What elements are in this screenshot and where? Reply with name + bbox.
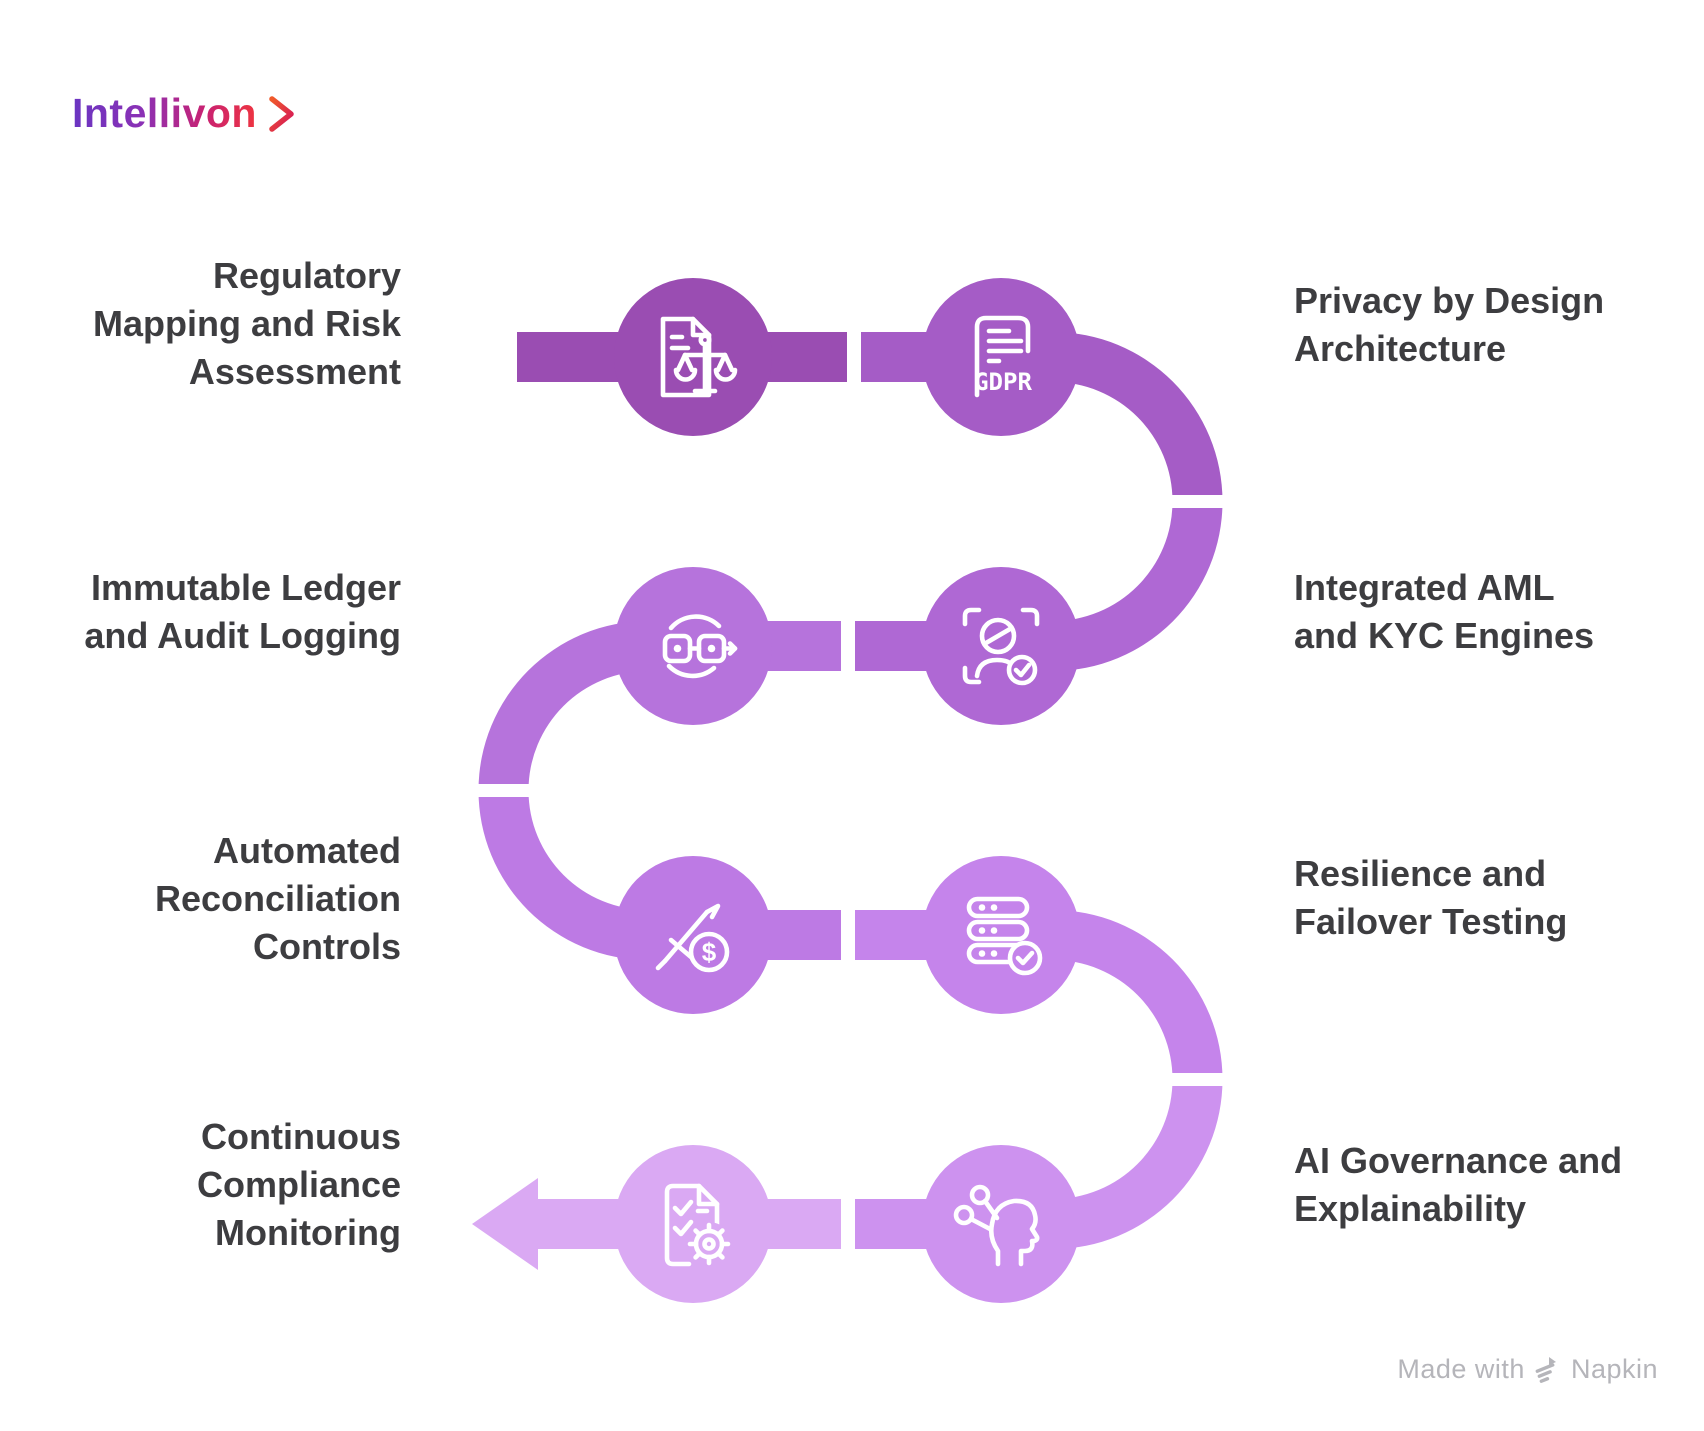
logo-text: Intellivon — [72, 90, 257, 136]
node-aml-kyc-circle — [922, 567, 1080, 725]
server-check-icon — [966, 896, 1043, 976]
flow-end-arrowhead — [472, 1178, 538, 1270]
watermark-brand: Napkin — [1570, 1354, 1658, 1384]
step-6-label: Resilience and Failover Testing — [1294, 853, 1568, 942]
step-8-label: Continuous Compliance Monitoring — [196, 1116, 401, 1253]
step-2-label: Privacy by Design Architecture — [1294, 280, 1605, 369]
step-7-label: AI Governance and Explainability — [1294, 1140, 1623, 1229]
segment-gaps — [475, 328, 1230, 1253]
ai-head-icon — [953, 1184, 1040, 1267]
node-privacy-circle — [922, 278, 1080, 436]
checklist-gear-icon — [664, 1183, 731, 1267]
segment-ai-governance — [847, 1079, 1223, 1303]
kyc-face-scan-icon — [962, 607, 1040, 686]
node-resilience-circle — [922, 856, 1080, 1014]
gdpr-document-icon: GDPR — [974, 315, 1032, 398]
gdpr-label: GDPR — [974, 368, 1032, 396]
node-compliance-circle — [614, 1145, 772, 1303]
segment-reconciliation — [478, 790, 847, 1014]
watermark-text: Made with — [1397, 1354, 1525, 1384]
segment-privacy — [853, 278, 1223, 502]
document-scales-icon — [660, 316, 738, 398]
node-ai-governance-circle — [922, 1145, 1080, 1303]
dollar-label: $ — [702, 937, 717, 967]
intellivon-logo: Intellivon — [72, 90, 297, 137]
segment-compliance — [472, 1145, 847, 1303]
step-1-label: Regulatory Mapping and Risk Assessment — [92, 255, 401, 392]
napkin-watermark: Made with Napkin — [1397, 1354, 1658, 1385]
segment-resilience — [847, 856, 1223, 1080]
step-5-label: Automated Reconciliation Controls — [154, 830, 401, 967]
step-4-label: Immutable Ledger and Audit Logging — [84, 567, 401, 656]
linked-blocks-icon — [662, 614, 738, 679]
node-reconciliation-circle — [614, 856, 772, 1014]
step-3-label: Integrated AML and KYC Engines — [1294, 567, 1595, 656]
node-ledger-circle — [614, 567, 772, 725]
chevron-right-icon — [269, 95, 294, 132]
napkin-logo-icon — [1535, 1356, 1556, 1383]
sword-dollar-icon: $ — [655, 903, 730, 973]
segment-ledger — [478, 567, 847, 791]
